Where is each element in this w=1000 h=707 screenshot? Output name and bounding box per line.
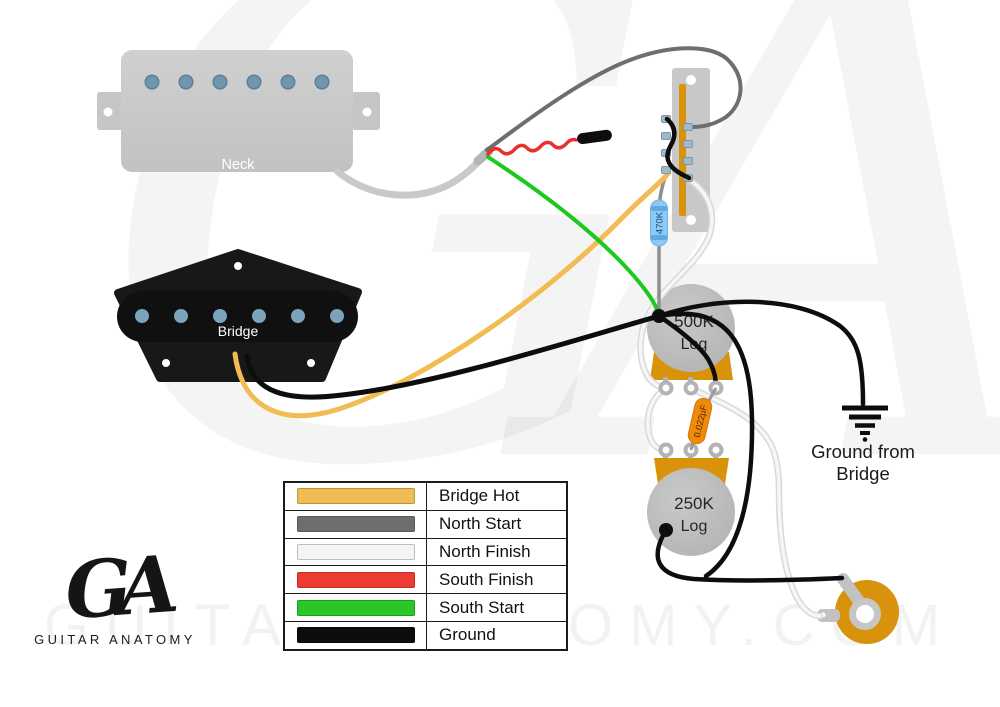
brand-logo: GA GUITAR ANATOMY xyxy=(30,540,200,648)
bridge-plate-screw-hole-top xyxy=(234,262,242,270)
resistor-value: 470K xyxy=(655,211,666,234)
legend-label: Ground xyxy=(439,625,496,645)
legend-label: Bridge Hot xyxy=(439,486,520,506)
to-bridge-ground-wire xyxy=(656,299,866,407)
bridge-plate-screw-hole-left xyxy=(162,359,170,367)
jack-bushing xyxy=(849,598,881,630)
ground-symbol xyxy=(842,405,888,442)
legend-row: Bridge Hot xyxy=(285,483,566,510)
switch-jumper-wire xyxy=(664,116,692,181)
legend-row: Ground xyxy=(285,620,566,649)
neck-pickup-label: Neck xyxy=(221,157,255,173)
switch-body xyxy=(672,68,710,232)
bridge-plate-screw-hole-right xyxy=(307,359,315,367)
bridge-hot-wire xyxy=(232,169,672,419)
north-start-wire xyxy=(485,46,743,152)
resistor-body xyxy=(650,199,668,247)
neck-pickup-pole-pieces xyxy=(144,74,330,90)
tone-pot-taper: Log xyxy=(681,518,708,535)
switch-screw-hole-top xyxy=(686,75,696,85)
bridge-pickup-label: Bridge xyxy=(218,323,259,339)
legend-label: South Start xyxy=(439,597,525,617)
legend-swatch-north-finish xyxy=(297,543,415,560)
bridge-pickup-bobbin xyxy=(117,291,358,342)
legend-swatch-south-finish xyxy=(297,571,415,588)
brand-name: GUITAR ANATOMY xyxy=(34,632,196,648)
tone-casing-solder-joint xyxy=(659,523,673,537)
ground-note-line2: Bridge xyxy=(836,463,889,484)
volume-lug-ground-wire xyxy=(656,313,719,389)
bridge-pickup: Bridge xyxy=(114,249,362,382)
jack-sleeve-lug xyxy=(817,609,840,622)
switch-to-volume-wire xyxy=(638,178,714,390)
wire-color-legend: Bridge Hot North Start North Finish Sout… xyxy=(283,481,568,651)
legend-label: North Start xyxy=(439,514,522,534)
tone-capacitor: 0.022µF xyxy=(687,387,718,451)
legend-label: South Finish xyxy=(439,569,534,589)
legend-swatch-north-start xyxy=(297,516,415,533)
brand-monogram: GA xyxy=(62,539,168,638)
ground-wires xyxy=(244,299,866,583)
legend-row: North Finish xyxy=(285,537,566,566)
taped-wire-end xyxy=(577,129,612,145)
volume-to-jack-ground-wire xyxy=(656,311,755,579)
volume-pot-body xyxy=(647,284,735,372)
legend-swatch-south-start xyxy=(297,599,415,616)
series-resistor: 470K xyxy=(650,199,668,247)
volume-casing-solder-joint xyxy=(652,309,666,323)
legend-swatch-ground xyxy=(297,627,415,644)
switch-slot xyxy=(679,84,686,216)
legend-swatch-bridge-hot xyxy=(297,488,415,505)
pickup-selector-switch xyxy=(672,68,710,232)
capacitor-body xyxy=(687,397,713,445)
tone-pot-lugs xyxy=(658,442,724,458)
legend-row: North Start xyxy=(285,509,566,538)
output-jack xyxy=(817,573,899,644)
neck-cable xyxy=(333,149,491,199)
neck-pickup: Neck xyxy=(97,50,380,173)
south-start-wire xyxy=(486,155,660,314)
switch-screw-hole-bottom xyxy=(686,215,696,225)
legend-label: North Finish xyxy=(439,541,531,561)
south-finish-wire xyxy=(486,137,578,156)
neck-pickup-left-screw-hole xyxy=(103,107,113,117)
bridge-pickup-pole-pieces xyxy=(135,309,344,323)
legend-row: South Finish xyxy=(285,565,566,594)
neck-pickup-cover xyxy=(121,50,353,172)
tone-to-jack-ground-wire xyxy=(655,527,845,583)
bridge-ground-wire xyxy=(244,315,655,400)
neck-pickup-right-screw-hole xyxy=(362,107,372,117)
tone-pot-value: 250K xyxy=(674,494,714,513)
volume-to-jack-wire xyxy=(689,386,822,618)
legend-row: South Start xyxy=(285,593,566,621)
ground-note-line1: Ground from xyxy=(811,441,915,462)
